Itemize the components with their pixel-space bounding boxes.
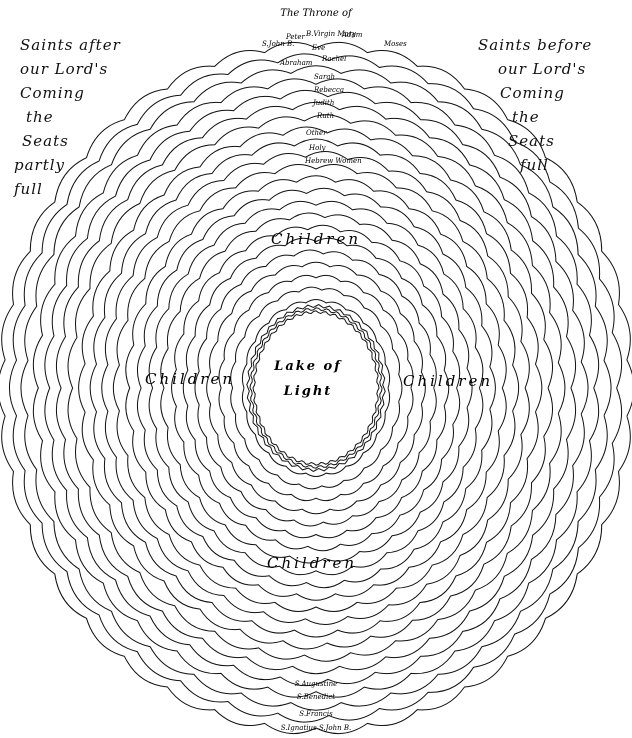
- caption-line: Coming: [478, 81, 592, 105]
- children-label-top: Children: [271, 230, 361, 248]
- name-label: S.Ignatius S.John B.: [281, 724, 351, 732]
- name-label: Abraham: [279, 59, 313, 67]
- children-label-bottom: Children: [267, 554, 357, 572]
- caption-line: full: [14, 177, 121, 201]
- caption-line: full: [478, 153, 592, 177]
- caption-line: partly: [14, 153, 121, 177]
- caption-line: Coming: [20, 81, 121, 105]
- name-label: Peter: [285, 33, 305, 41]
- throne-title: The Throne of: [280, 8, 354, 19]
- name-label: Eve: [311, 44, 325, 52]
- name-label: Moses: [383, 40, 407, 48]
- left-caption: Saints after our Lord's Coming the Seats…: [20, 33, 121, 201]
- name-label: Other: [306, 129, 327, 137]
- name-label: Ruth: [316, 112, 334, 120]
- caption-line: our Lord's: [478, 57, 592, 81]
- children-label-right: Children: [403, 372, 493, 390]
- caption-line: Saints before: [478, 33, 592, 57]
- lake-label: Lake of: [273, 359, 342, 374]
- name-label: S.Francis: [299, 710, 333, 718]
- caption-line: the: [20, 105, 121, 129]
- caption-line: Seats: [478, 129, 592, 153]
- name-label: Rebecca: [313, 86, 344, 94]
- children-label-left: Children: [145, 370, 235, 388]
- caption-line: Saints after: [20, 33, 121, 57]
- caption-line: Seats: [20, 129, 121, 153]
- name-label: Holy: [308, 144, 327, 152]
- name-label: Judith: [311, 99, 334, 107]
- lake-label: Light: [283, 384, 333, 399]
- name-label: S.John B.: [262, 40, 294, 48]
- name-label: Rachel: [321, 55, 346, 63]
- name-label: Hebrew Women: [304, 157, 362, 165]
- name-label: Sarah: [314, 73, 335, 81]
- name-label: Adam: [341, 31, 363, 39]
- caption-line: the: [478, 105, 592, 129]
- caption-line: our Lord's: [20, 57, 121, 81]
- name-label: S.Augustine: [295, 680, 338, 688]
- name-label: S.Benedict: [297, 693, 335, 701]
- right-caption: Saints before our Lord's Coming the Seat…: [478, 33, 592, 177]
